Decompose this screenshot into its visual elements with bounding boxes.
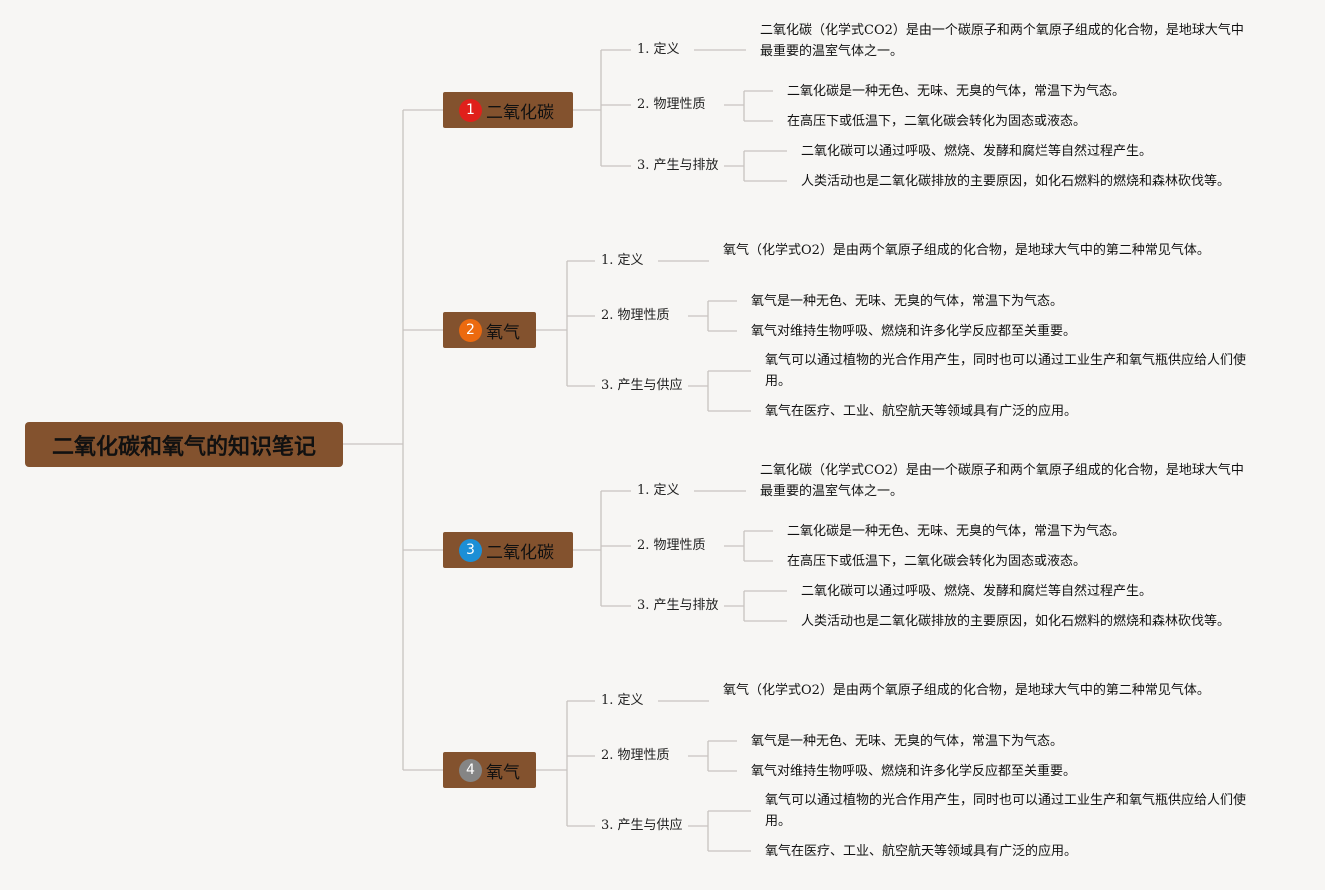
sub-topic[interactable]: 2. 物理性质 <box>637 97 706 112</box>
leaf-note: 氧气（化学式O2）是由两个氧原子组成的化合物，是地球大气中的第二种常见气体。 <box>723 683 1210 698</box>
leaf-note: 二氧化碳是一种无色、无味、无臭的气体，常温下为气态。 <box>787 523 1126 539</box>
sub-topic[interactable]: 1. 定义 <box>601 693 644 708</box>
sub-topic[interactable]: 1. 定义 <box>637 42 680 57</box>
sub-topic[interactable]: 3. 产生与供应 <box>601 378 683 393</box>
sub-topic[interactable]: 3. 产生与排放 <box>637 158 719 173</box>
root-node[interactable]: 二氧化碳和氧气的知识笔记 <box>25 422 343 467</box>
number-badge: 3 <box>459 538 482 562</box>
leaf-note: 二氧化碳可以通过呼吸、燃烧、发酵和腐烂等自然过程产生。 <box>801 143 1153 159</box>
leaf-note: 二氧化碳是一种无色、无味、无臭的气体，常温下为气态。 <box>787 83 1126 99</box>
leaf-note: 氧气可以通过植物的光合作用产生，同时也可以通过工业生产和氧气瓶供应给人们使用。 <box>765 793 1247 829</box>
sub-topic[interactable]: 3. 产生与供应 <box>601 818 683 833</box>
leaf-note: 二氧化碳可以通过呼吸、燃烧、发酵和腐烂等自然过程产生。 <box>801 583 1153 599</box>
branch-label: 二氧化碳 <box>486 542 554 563</box>
leaf-note: 人类活动也是二氧化碳排放的主要原因，如化石燃料的燃烧和森林砍伐等。 <box>801 613 1231 629</box>
number-badge: 4 <box>459 758 482 782</box>
leaf-note: 氧气是一种无色、无味、无臭的气体，常温下为气态。 <box>751 733 1064 749</box>
branch-label: 二氧化碳 <box>486 102 554 123</box>
leaf-note: 二氧化碳（化学式CO2）是由一个碳原子和两个氧原子组成的化合物，是地球大气中最重… <box>760 463 1244 499</box>
sub-topic[interactable]: 1. 定义 <box>601 253 644 268</box>
leaf-note: 二氧化碳（化学式CO2）是由一个碳原子和两个氧原子组成的化合物，是地球大气中最重… <box>760 23 1244 59</box>
branch-label: 氧气 <box>486 762 520 783</box>
number-badge: 2 <box>459 318 482 342</box>
leaf-note: 人类活动也是二氧化碳排放的主要原因，如化石燃料的燃烧和森林砍伐等。 <box>801 173 1231 189</box>
sub-topic[interactable]: 3. 产生与排放 <box>637 598 719 613</box>
branch-label: 氧气 <box>486 322 520 343</box>
sub-topic[interactable]: 2. 物理性质 <box>601 308 670 323</box>
number-badge: 1 <box>459 98 482 122</box>
leaf-note: 氧气在医疗、工业、航空航天等领域具有广泛的应用。 <box>765 403 1078 419</box>
leaf-note: 在高压下或低温下，二氧化碳会转化为固态或液态。 <box>787 553 1087 569</box>
sub-topic[interactable]: 1. 定义 <box>637 483 680 498</box>
leaf-note: 在高压下或低温下，二氧化碳会转化为固态或液态。 <box>787 113 1087 129</box>
leaf-note: 氧气可以通过植物的光合作用产生，同时也可以通过工业生产和氧气瓶供应给人们使用。 <box>765 353 1247 389</box>
leaf-note: 氧气在医疗、工业、航空航天等领域具有广泛的应用。 <box>765 843 1078 859</box>
leaf-note: 氧气对维持生物呼吸、燃烧和许多化学反应都至关重要。 <box>751 763 1077 779</box>
leaf-note: 氧气是一种无色、无味、无臭的气体，常温下为气态。 <box>751 293 1064 309</box>
sub-topic[interactable]: 2. 物理性质 <box>601 748 670 763</box>
leaf-note: 氧气（化学式O2）是由两个氧原子组成的化合物，是地球大气中的第二种常见气体。 <box>723 243 1210 258</box>
sub-topic[interactable]: 2. 物理性质 <box>637 538 706 553</box>
leaf-note: 氧气对维持生物呼吸、燃烧和许多化学反应都至关重要。 <box>751 323 1077 339</box>
